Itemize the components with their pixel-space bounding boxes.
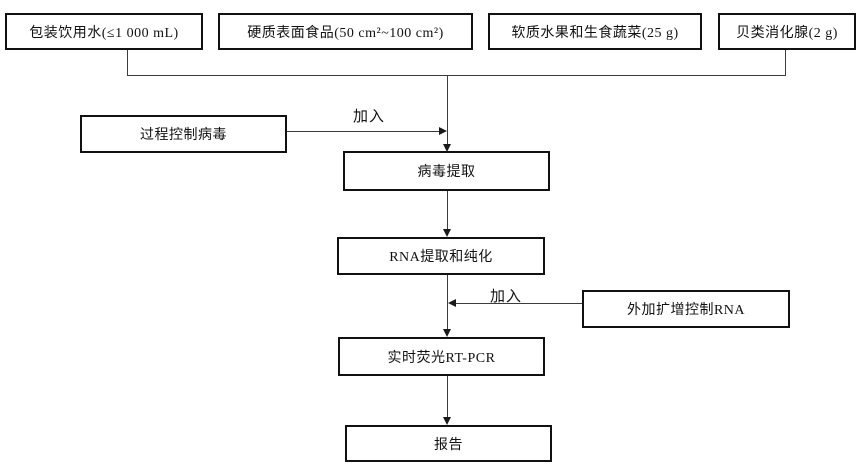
arrow-down-icon: [443, 229, 451, 237]
node-virus-extraction: 病毒提取: [343, 151, 550, 191]
node-external-amplification-control-rna: 外加扩增控制RNA: [582, 290, 790, 328]
connector-amplification-control-to-main: [456, 303, 582, 304]
edge-label-add-2: 加入: [490, 289, 523, 305]
node-process-control-virus: 过程控制病毒: [80, 115, 287, 153]
node-realtime-rt-pcr: 实时荧光RT-PCR: [338, 337, 545, 376]
connector-rna-to-rtpcr: [447, 275, 448, 329]
connector-bus-to-virus-extraction: [447, 75, 448, 146]
connector-rtpcr-to-report: [447, 376, 448, 417]
arrow-down-icon: [443, 417, 451, 425]
edge-label-add-1: 加入: [353, 109, 386, 125]
connector-process-control-to-main: [287, 131, 439, 132]
node-shellfish-digestive-gland: 贝类消化腺(2 g): [718, 13, 856, 50]
arrow-right-icon: [439, 127, 447, 135]
arrow-down-icon: [443, 329, 451, 337]
node-rna-extraction-purification: RNA提取和纯化: [337, 237, 545, 275]
node-soft-fruit-raw-vegetables: 软质水果和生食蔬菜(25 g): [488, 13, 702, 50]
node-packaged-drinking-water: 包装饮用水(≤1 000 mL): [5, 13, 203, 50]
node-hard-surface-food: 硬质表面食品(50 cm²~100 cm²): [218, 13, 473, 50]
connector-stub-box1: [127, 50, 128, 75]
arrow-down-icon: [443, 144, 451, 152]
connector-bus: [127, 75, 786, 76]
connector-stub-box4: [785, 50, 786, 75]
arrow-left-icon: [448, 299, 456, 307]
connector-virus-to-rna: [447, 191, 448, 229]
node-report: 报告: [345, 425, 552, 462]
